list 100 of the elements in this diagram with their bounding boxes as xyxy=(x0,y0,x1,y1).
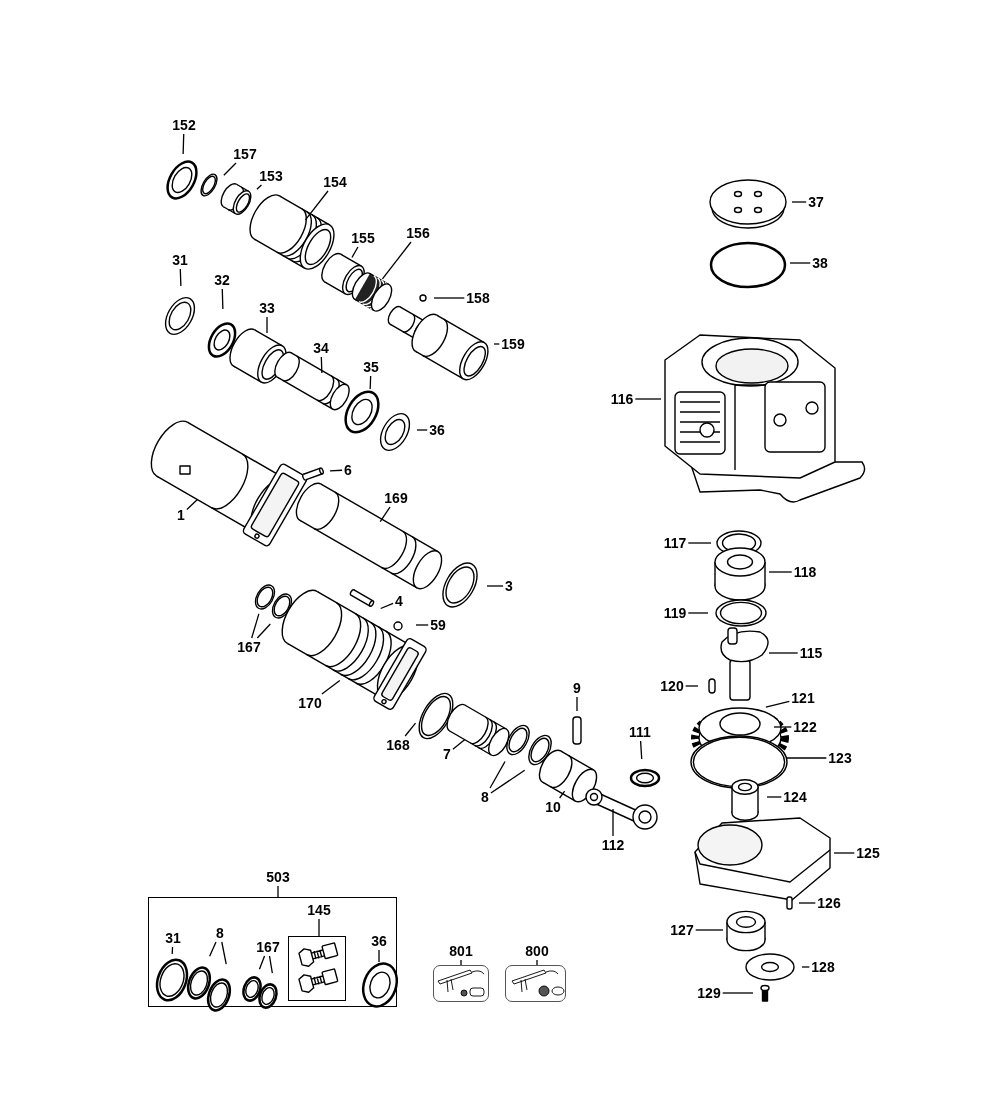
leader-line xyxy=(171,946,174,955)
callout-number: 118 xyxy=(792,564,818,580)
callout-number: 116 xyxy=(609,391,635,407)
callout-number: 36 xyxy=(370,933,388,949)
leader-line xyxy=(320,356,323,374)
callout-number: 125 xyxy=(855,845,881,861)
callout-number: 31 xyxy=(171,252,189,268)
leader-line xyxy=(380,602,394,610)
callout-number: 800 xyxy=(524,943,550,959)
callout-number: 33 xyxy=(258,300,276,316)
kit-box xyxy=(505,965,566,1002)
callout-number: 167 xyxy=(255,939,281,955)
leader-line xyxy=(221,941,227,965)
leader-line xyxy=(768,571,793,573)
leader-line xyxy=(460,959,462,966)
leader-line xyxy=(452,738,466,750)
leader-line xyxy=(251,613,260,639)
leader-line xyxy=(536,959,538,966)
callout-number: 168 xyxy=(385,737,411,753)
leader-line xyxy=(559,790,566,799)
leader-line xyxy=(785,757,827,759)
leader-line xyxy=(685,685,699,687)
leader-line xyxy=(258,955,266,970)
callout-number: 123 xyxy=(827,750,853,766)
leader-line xyxy=(221,288,224,310)
callout-number: 152 xyxy=(171,117,197,133)
callout-number: 59 xyxy=(429,617,447,633)
leader-line xyxy=(576,696,578,712)
leader-line xyxy=(634,398,662,400)
callout-number: 112 xyxy=(600,837,626,853)
leader-line xyxy=(186,499,198,511)
callout-number: 36 xyxy=(428,422,446,438)
leader-line xyxy=(801,966,810,968)
leader-line xyxy=(256,184,263,190)
callout-number: 8 xyxy=(215,925,225,941)
callout-number: 120 xyxy=(659,678,685,694)
leader-line xyxy=(268,955,273,974)
leader-line xyxy=(318,918,320,937)
leader-line xyxy=(486,585,504,587)
kit-box xyxy=(148,897,397,1007)
leader-line xyxy=(179,268,182,287)
callout-number: 157 xyxy=(232,146,258,162)
leader-line xyxy=(351,246,359,259)
leader-line xyxy=(768,652,799,654)
callout-number: 122 xyxy=(792,719,818,735)
callout-number: 153 xyxy=(258,168,284,184)
leader-line xyxy=(223,162,237,176)
leader-line xyxy=(791,201,807,203)
leader-line xyxy=(612,808,614,837)
leader-line xyxy=(379,506,391,523)
leader-line xyxy=(493,343,500,345)
callout-number: 121 xyxy=(790,690,816,706)
callout-number: 128 xyxy=(810,959,836,975)
callout-number: 159 xyxy=(500,336,526,352)
callout-number: 115 xyxy=(798,645,824,661)
callout-number: 119 xyxy=(662,605,688,621)
leader-line xyxy=(209,941,217,957)
callout-number: 7 xyxy=(442,746,452,762)
leader-line xyxy=(266,316,268,334)
callout-number: 167 xyxy=(236,639,262,655)
leader-line xyxy=(182,133,185,155)
callout-number: 37 xyxy=(807,194,825,210)
leader-line xyxy=(321,679,341,695)
callout-number: 127 xyxy=(669,922,695,938)
leader-line xyxy=(687,612,709,614)
callout-number: 111 xyxy=(628,724,652,740)
callout-number: 34 xyxy=(312,340,330,356)
callout-number: 3 xyxy=(504,578,514,594)
callout-number: 8 xyxy=(480,789,490,805)
leader-line xyxy=(766,796,782,798)
callout-number: 38 xyxy=(811,255,829,271)
leader-line xyxy=(789,262,811,264)
leader-line xyxy=(416,429,428,431)
leader-line xyxy=(490,769,526,794)
callout-number: 126 xyxy=(816,895,842,911)
callout-number: 503 xyxy=(265,869,291,885)
kit-box xyxy=(288,936,346,1001)
callout-number: 801 xyxy=(448,943,474,959)
callout-number: 124 xyxy=(782,789,808,805)
callout-number: 154 xyxy=(322,174,348,190)
leader-line xyxy=(433,297,465,299)
leader-line xyxy=(798,902,816,904)
leader-line xyxy=(489,760,506,789)
callout-number: 10 xyxy=(544,799,562,815)
leader-line xyxy=(415,624,429,626)
leader-line xyxy=(773,726,792,728)
callout-number: 155 xyxy=(350,230,376,246)
leader-line xyxy=(722,992,754,994)
leader-line xyxy=(256,623,271,639)
leader-line xyxy=(833,852,855,854)
leader-line xyxy=(404,722,417,737)
callout-number: 35 xyxy=(362,359,380,375)
callout-number: 6 xyxy=(343,462,353,478)
callout-number: 32 xyxy=(213,272,231,288)
leader-line xyxy=(695,929,724,931)
callout-number: 156 xyxy=(405,225,431,241)
leader-line xyxy=(687,542,712,544)
callout-number: 129 xyxy=(696,985,722,1001)
callout-number: 158 xyxy=(465,290,491,306)
leader-line xyxy=(304,190,329,221)
